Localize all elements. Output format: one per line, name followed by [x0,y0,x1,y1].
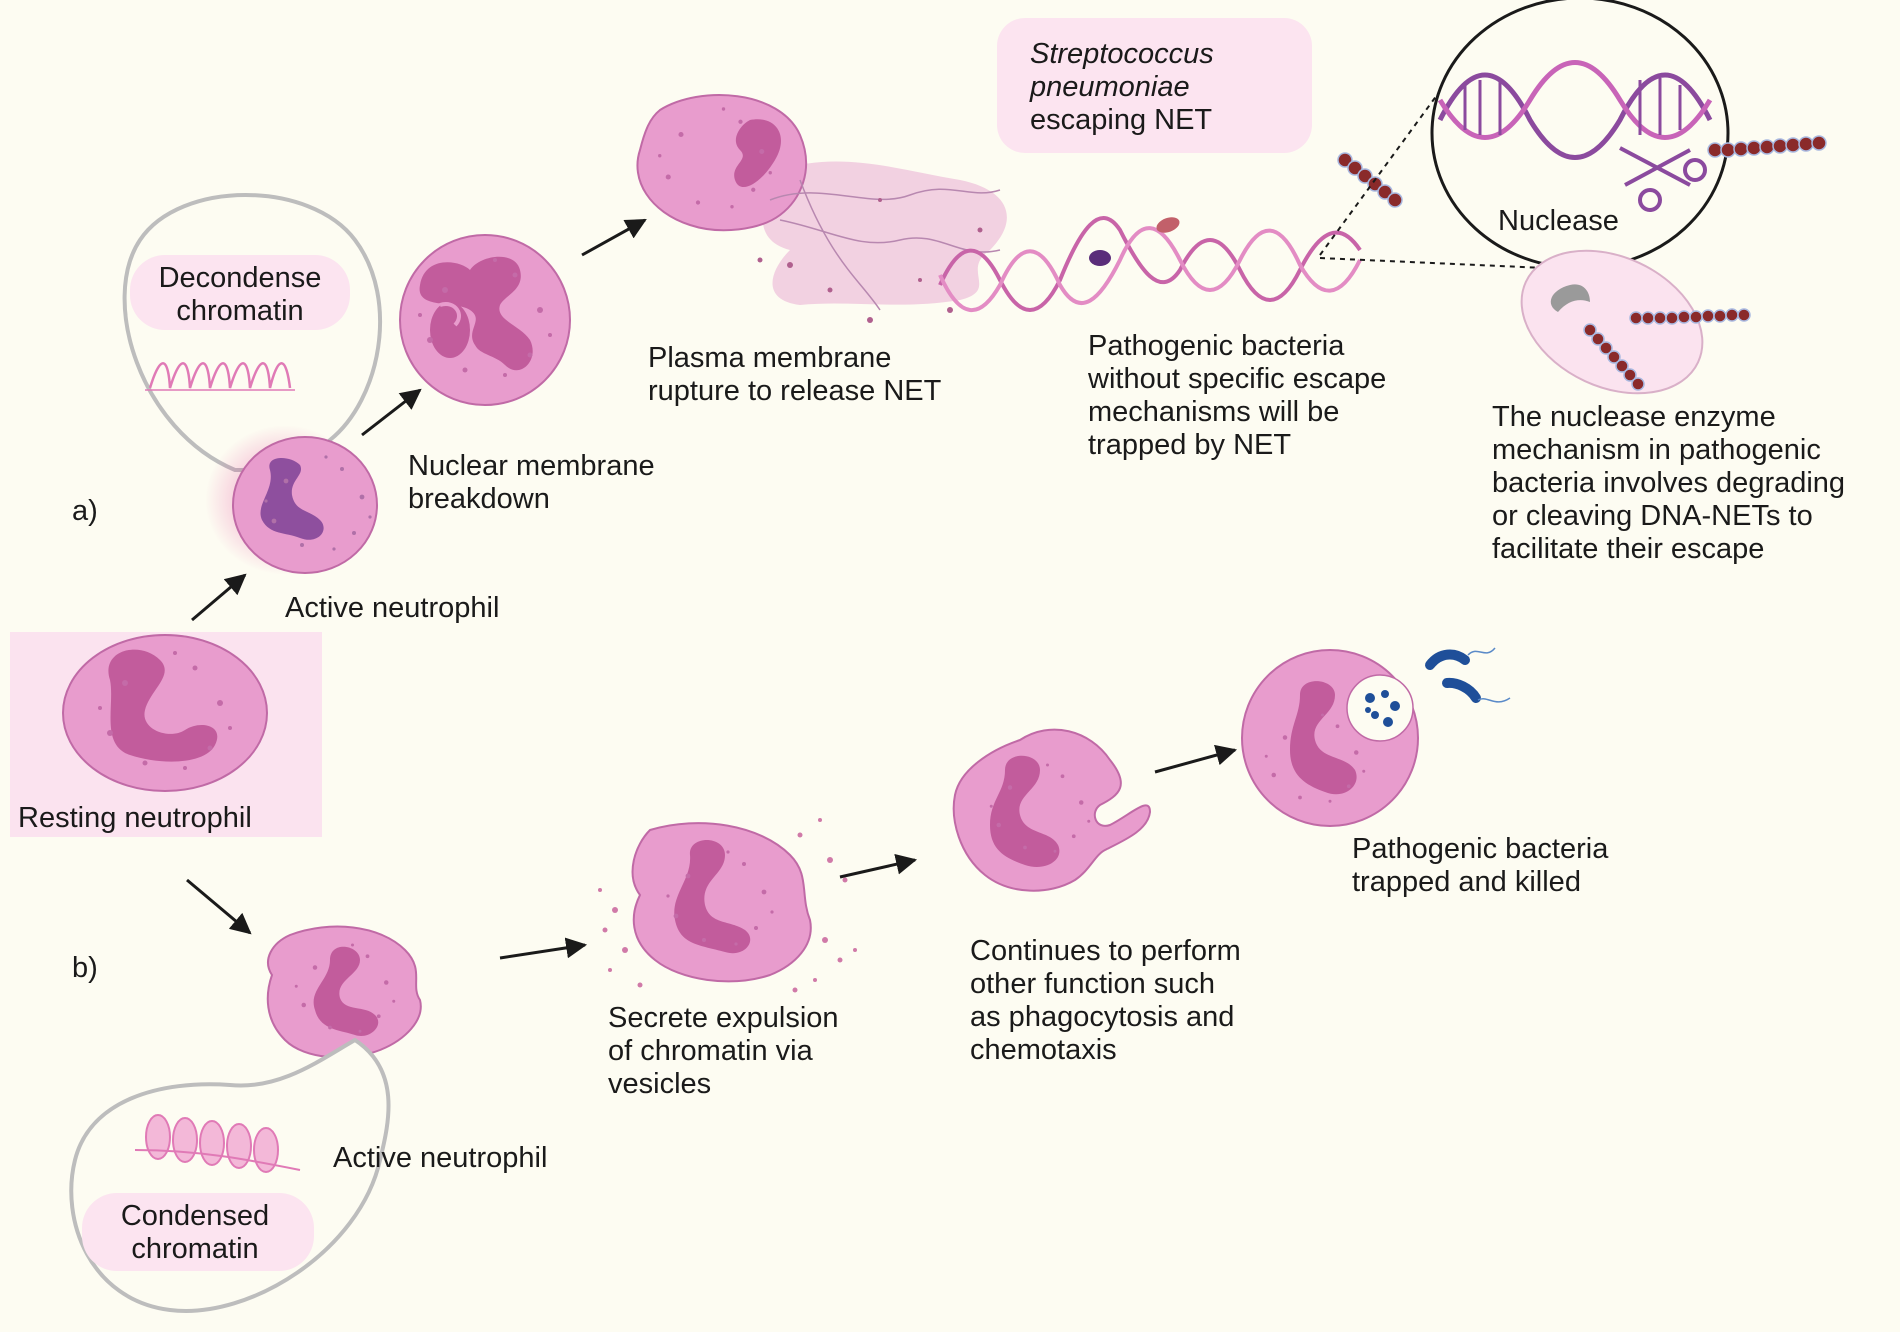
vesicles [598,818,857,993]
continues-line4: chemotaxis [970,1034,1117,1066]
nuclear-breakdown-cell [399,234,571,406]
trapped-line2: without specific escape [1088,363,1387,395]
strep-callout-box [997,18,1312,153]
nuclease-mech-line2: mechanism in pathogenic [1492,434,1821,466]
resting-neutrophil-cell [62,634,268,792]
trapped-line4: trapped by NET [1088,429,1292,461]
nuclease-mechanism-label: The nuclease enzyme mechanism in pathoge… [1492,401,1845,566]
secrete-expulsion-label: Secrete expulsion of chromatin via vesic… [608,1002,839,1101]
condensed-line2: chromatin [131,1233,259,1265]
rod-bacterium [1425,647,1511,703]
net-release-cell [636,94,1007,323]
strep-species-line1: Streptococcus [1030,38,1214,70]
bacteria-killing-cell [1241,649,1419,827]
decondense-chromatin-label: Decondense chromatin [145,262,335,328]
condensed-line1: Condensed [120,1200,270,1232]
active-neutrophil-a-label: Active neutrophil [285,592,500,624]
continues-line2: other function such [970,968,1216,1000]
streptococcus-chain [1707,135,1827,158]
active-neutrophil-b-cell [266,925,422,1059]
resting-neutrophil-label: Resting neutrophil [18,802,252,834]
trapped-bacteria [1089,217,1180,266]
condensed-chromatin-label: Condensed chromatin [95,1200,295,1266]
plasma-rupture-label: Plasma membrane rupture to release NET [648,342,941,408]
active-neutrophil-b-label: Active neutrophil [333,1142,548,1174]
plasma-line1: Plasma membrane [648,342,892,374]
streptococcus-chain [1337,152,1403,208]
strep-escape-line: escaping NET [1030,104,1213,136]
nuclease-mech-line3: bacteria involves degrading [1492,467,1846,499]
trapped-killed-label: Pathogenic bacteria trapped and killed [1352,833,1608,899]
nuclease-mech-line5: facilitate their escape [1492,533,1765,565]
decondense-callout-bubble [122,193,383,473]
secrete-line2: of chromatin via [608,1035,813,1067]
chromatin-coil [134,1114,301,1173]
streptococcus-chain [1583,308,1751,391]
plasma-line2: rupture to release NET [648,375,942,407]
nuclease-label: Nuclease [1498,205,1619,237]
nuclease-zoom-circle [1430,0,1827,270]
nuclease-mech-line1: The nuclease enzyme [1492,401,1776,433]
condensed-callout-bubble [69,1037,391,1313]
continues-line1: Continues to perform [970,935,1241,967]
chromatin-coil [145,362,295,391]
vesicle-secreting-cell [598,818,857,993]
decondense-line1: Decondense [158,262,322,294]
panel-b-label: b) [72,952,98,984]
nuclear-line2: breakdown [408,483,550,515]
phagocytosis-cell [952,728,1152,892]
nuclear-line1: Nuclear membrane [408,450,655,482]
trapped-line3: mechanisms will be [1088,396,1340,428]
zoom-leader-lines [1319,79,1546,269]
strep-species-line2: pneumoniae [1030,71,1190,103]
decondense-line2: chromatin [176,295,304,327]
killed-line1: Pathogenic bacteria [1352,833,1609,865]
killed-line2: trapped and killed [1352,866,1581,898]
strep-callout-label: Streptococcus pneumoniae escaping NET [1030,38,1214,137]
panel-a-label: a) [72,495,98,527]
net-dna-strand [938,216,1362,313]
trapped-by-net-label: Pathogenic bacteria without specific esc… [1088,330,1386,462]
nuclear-breakdown-label: Nuclear membrane breakdown [408,450,655,516]
secrete-line3: vesicles [608,1068,712,1100]
bacteria-escape-oval [1520,249,1751,395]
trapped-line1: Pathogenic bacteria [1088,330,1345,362]
continues-function-label: Continues to perform other function such… [970,935,1241,1067]
nuclease-mech-line4: or cleaving DNA-NETs to [1492,500,1813,532]
secrete-line1: Secrete expulsion [608,1002,839,1034]
active-neutrophil-a-cell [205,425,378,575]
continues-line3: as phagocytosis and [970,1001,1235,1033]
process-arrows [186,218,1238,960]
dna-helix [1437,60,1713,160]
digested-bacteria [1365,690,1400,727]
scissors-icon [1619,146,1707,212]
